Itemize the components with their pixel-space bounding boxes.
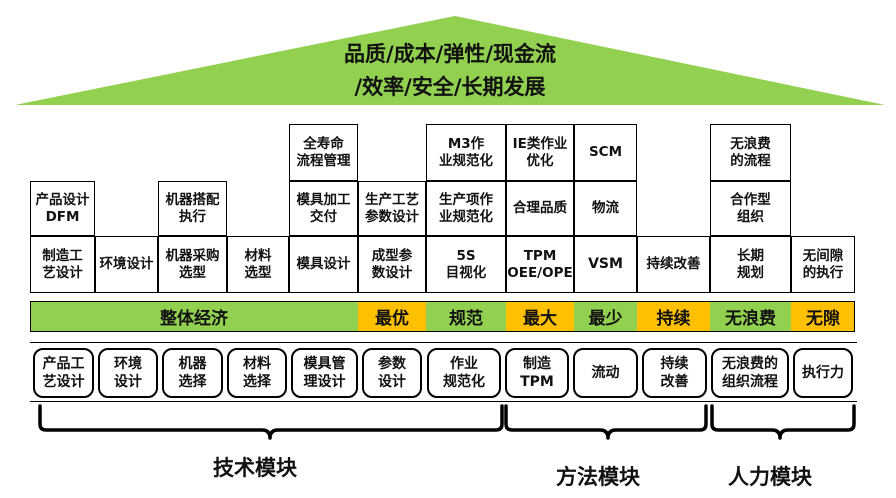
foundation-pill: 执行力 xyxy=(793,348,853,398)
tech-brace xyxy=(38,404,504,440)
pillar-cell: 制造工 艺设计 xyxy=(30,236,95,293)
bar-segment: 整体经济 xyxy=(30,302,358,331)
foundation-pill: 作业 规范化 xyxy=(427,348,501,398)
pillar-cell: 合作型 组织 xyxy=(710,181,791,236)
method-module-label: 方法模块 xyxy=(556,465,640,489)
pillar-cell: 持续改善 xyxy=(637,236,710,293)
pillar-cell: 全寿命 流程管理 xyxy=(289,124,358,181)
foundation-pill: 参数 设计 xyxy=(362,348,422,398)
pillar-cell: M3作 业规范化 xyxy=(426,124,506,181)
pillar-cell: 环境设计 xyxy=(95,236,158,293)
module-braces xyxy=(38,404,856,440)
pillar-cell: 材料 选型 xyxy=(227,236,289,293)
method-brace xyxy=(504,404,708,440)
bar-segment: 无浪费 xyxy=(710,302,791,331)
bar-segment: 无隙 xyxy=(791,302,855,331)
pillar-cell: VSM xyxy=(574,236,637,293)
pillar-cell: 物流 xyxy=(574,181,637,236)
pillar-cell: TPM OEE/OPE xyxy=(506,236,574,293)
roof-title-line2: /效率/安全/长期发展 xyxy=(354,75,546,99)
pillar-cell: 模具设计 xyxy=(289,236,358,293)
foundation-pill: 无浪费的 组织流程 xyxy=(711,348,789,398)
pillar-cell: 生产项作 业规范化 xyxy=(426,181,506,236)
foundation-pill: 环境 设计 xyxy=(98,348,158,398)
roof-title-line1: 品质/成本/弹性/现金流 xyxy=(343,42,556,66)
foundation-pill: 材料 选择 xyxy=(227,348,287,398)
bar-segment: 最大 xyxy=(506,302,574,331)
pillar-cell: 成型参 数设计 xyxy=(358,236,426,293)
foundation-pill: 流动 xyxy=(573,348,638,398)
pillar-cell: 无间隙 的执行 xyxy=(791,236,855,293)
pillar-cell: 生产工艺 参数设计 xyxy=(358,181,426,236)
foundation-pill: 模具管 理设计 xyxy=(291,348,358,398)
pillar-cell: 机器采购 选型 xyxy=(158,236,227,293)
foundation-pill: 机器 选择 xyxy=(162,348,223,398)
bar-segment: 最优 xyxy=(358,302,426,331)
bar-segment: 持续 xyxy=(637,302,710,331)
foundation-pill: 持续 改善 xyxy=(642,348,707,398)
pillar-cell: IE类作业 优化 xyxy=(506,124,574,181)
bar-segment: 最少 xyxy=(574,302,637,331)
pillar-cell: 合理品质 xyxy=(506,181,574,236)
foundation-frame xyxy=(30,342,857,402)
people-module-label: 人力模块 xyxy=(728,465,812,489)
bar-segment: 规范 xyxy=(426,302,506,331)
pillar-cell: 无浪费 的流程 xyxy=(710,124,791,181)
foundation-pill: 产品工 艺设计 xyxy=(33,348,94,398)
foundation-pill: 制造 TPM xyxy=(505,348,569,398)
pillar-cell: 长期 规划 xyxy=(710,236,791,293)
pillar-cell: 产品设计 DFM xyxy=(30,181,95,236)
pillar-cell: 5S 目视化 xyxy=(426,236,506,293)
roof-triangle xyxy=(15,16,885,105)
pillar-cell: 机器搭配 执行 xyxy=(158,181,227,236)
pillar-cell: SCM xyxy=(574,124,637,181)
pillar-cell: 模具加工 交付 xyxy=(289,181,358,236)
tech-module-label: 技术模块 xyxy=(213,456,297,480)
people-brace xyxy=(710,404,856,440)
